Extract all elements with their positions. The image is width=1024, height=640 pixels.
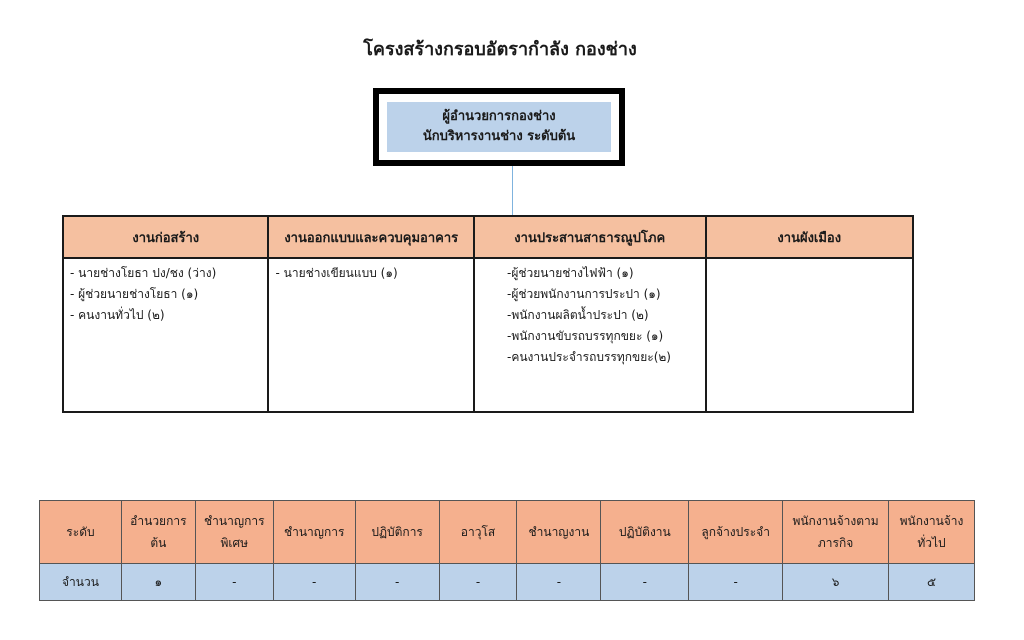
rank-header-cell: ชำนาญงาน	[516, 500, 602, 564]
member-item: - นายช่างเขียนแบบ (๑)	[275, 266, 398, 280]
rank-value-cell: -	[438, 563, 518, 601]
rank-value-cell: -	[688, 563, 784, 601]
division-header-construction: งานก่อสร้าง	[61, 215, 270, 259]
rank-header-cell: พนักงานจ้างตามภารกิจ	[782, 500, 889, 564]
member-item: - คนงานทั่วไป (๒)	[70, 308, 165, 322]
division-header-row: งานก่อสร้าง งานออกแบบและควบคุมอาคาร งานป…	[61, 215, 915, 259]
rank-value-cell: -	[194, 563, 274, 601]
member-item: -คนงานประจำรถบรรทุกขยะ(๒)	[506, 350, 671, 364]
member-item: -พนักงานผลิตน้ำประปา (๒)	[506, 308, 649, 322]
connector-line	[512, 166, 513, 216]
rank-header-cell: ปฏิบัติงาน	[600, 500, 690, 564]
rank-header-cell: ระดับ	[39, 500, 122, 564]
rank-header-row: ระดับ อำนวยการต้น ชำนาญการพิเศษ ชำนาญการ…	[39, 500, 975, 564]
rank-summary-table: ระดับ อำนวยการต้น ชำนาญการพิเศษ ชำนาญการ…	[39, 500, 975, 601]
division-table: งานก่อสร้าง งานออกแบบและควบคุมอาคาร งานป…	[61, 215, 915, 413]
member-item: - ผู้ช่วยนายช่างโยธา (๑)	[70, 287, 199, 301]
director-title: ผู้อำนวยการกองช่าง	[442, 109, 556, 124]
division-header-utilities: งานประสานสาธารณูปโภค	[472, 215, 707, 259]
rank-header-cell: อาวุโส	[438, 500, 518, 564]
member-item: -ผู้ช่วยพนักงานการประปา (๑)	[506, 287, 661, 301]
member-item: - นายช่างโยธา ปง/ชง (ว่าง)	[70, 266, 217, 280]
division-members-utilities: -ผู้ช่วยนายช่างไฟฟ้า (๑) -ผู้ช่วยพนักงาน…	[472, 257, 707, 413]
rank-header-cell: ปฏิบัติการ	[354, 500, 440, 564]
division-members-construction: - นายช่างโยธา ปง/ชง (ว่าง) - ผู้ช่วยนายช…	[61, 257, 270, 413]
director-box-inner: ผู้อำนวยการกองช่าง นักบริหารงานช่าง ระดั…	[387, 102, 611, 152]
division-members-row: - นายช่างโยธา ปง/ชง (ว่าง) - ผู้ช่วยนายช…	[61, 257, 915, 413]
rank-header-cell: พนักงานจ้างทั่วไป	[888, 500, 975, 564]
division-header-design: งานออกแบบและควบคุมอาคาร	[267, 215, 475, 259]
rank-value-cell: ๖	[782, 563, 889, 601]
rank-value-cell: -	[516, 563, 602, 601]
rank-header-cell: ชำนาญการ	[272, 500, 356, 564]
director-rank: นักบริหารงานช่าง ระดับต้น	[422, 129, 576, 144]
rank-value-row: จำนวน ๑ - - - - - - - ๖ ๕	[39, 563, 975, 601]
rank-value-cell: -	[272, 563, 356, 601]
rank-value-cell: -	[354, 563, 440, 601]
rank-value-cell: -	[600, 563, 690, 601]
rank-value-cell: จำนวน	[39, 563, 122, 601]
member-item: -ผู้ช่วยนายช่างไฟฟ้า (๑)	[506, 266, 634, 280]
division-header-planning: งานผังเมือง	[704, 215, 915, 259]
rank-header-cell: ชำนาญการพิเศษ	[194, 500, 274, 564]
division-members-planning	[704, 257, 915, 413]
rank-header-cell: ลูกจ้างประจำ	[688, 500, 784, 564]
rank-value-cell: ๑	[120, 563, 196, 601]
director-box: ผู้อำนวยการกองช่าง นักบริหารงานช่าง ระดั…	[373, 88, 625, 166]
rank-value-cell: ๕	[888, 563, 975, 601]
rank-header-cell: อำนวยการต้น	[120, 500, 196, 564]
member-item: -พนักงานขับรถบรรทุกขยะ (๑)	[506, 329, 664, 343]
page-title: โครงสร้างกรอบอัตรากำลัง กองช่าง	[363, 39, 637, 60]
division-members-design: - นายช่างเขียนแบบ (๑)	[267, 257, 475, 413]
